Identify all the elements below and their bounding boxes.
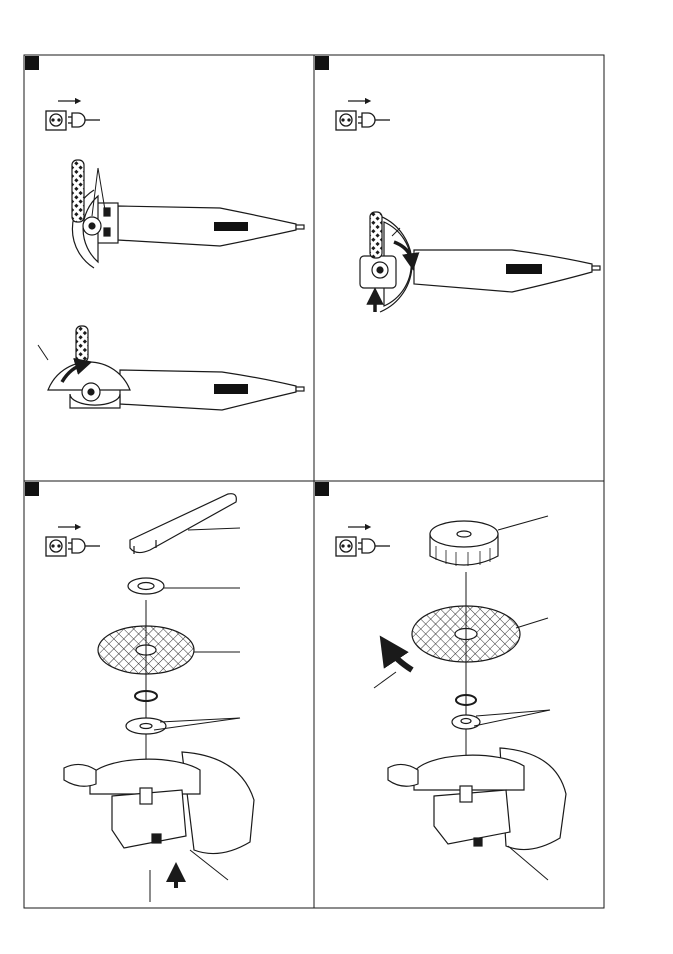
- handle-b: [76, 326, 88, 362]
- unplug-icon: [46, 101, 100, 130]
- handle-c: [370, 212, 382, 258]
- panel-3: [25, 482, 254, 902]
- panel-2-marker: [315, 56, 329, 70]
- rotation-direction-arrow-icon: [388, 648, 412, 670]
- backing-flange: [126, 718, 240, 734]
- panel-4: [315, 482, 566, 880]
- unplug-icon: [336, 101, 390, 130]
- unplug-icon: [336, 527, 390, 556]
- clamping-nut: [128, 578, 240, 594]
- spindle-lock-handle: [72, 160, 84, 222]
- panel-2: [315, 56, 600, 312]
- backing-flange: [452, 710, 550, 729]
- quick-nut: [430, 516, 548, 566]
- panel-4-marker: [315, 482, 329, 496]
- grinding-disc: [98, 600, 240, 780]
- spindle-lock-button: [152, 834, 161, 843]
- leader-line: [374, 672, 396, 688]
- angle-grinder-top-view-a: [72, 160, 304, 268]
- grinder-head-perspective-b: [388, 748, 566, 880]
- panel-3-marker: [25, 482, 39, 496]
- panel-1-marker: [25, 56, 39, 70]
- unplug-icon: [46, 527, 100, 556]
- pin-spanner: [130, 494, 240, 554]
- panel-1: [25, 56, 304, 410]
- angle-grinder-top-view-c: [360, 212, 600, 312]
- angle-grinder-top-view-b: [38, 326, 304, 410]
- grinder-head-perspective-a: [64, 752, 254, 902]
